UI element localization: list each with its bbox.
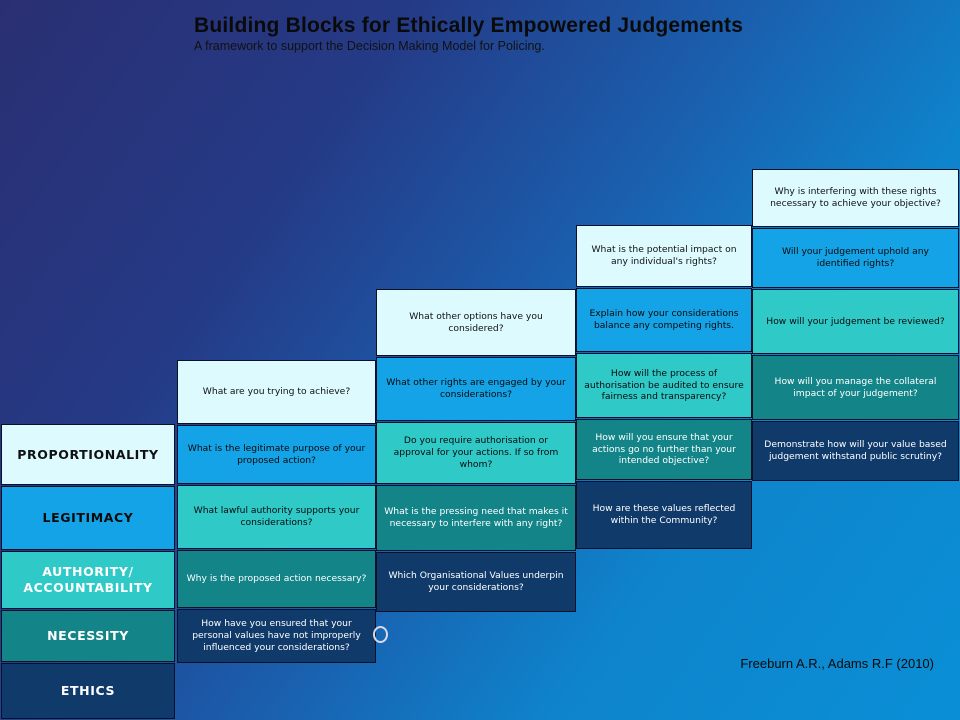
question-col4-row4: How will you manage the collateral impac… bbox=[752, 355, 959, 420]
question-col4-row5: Demonstrate how will your value based ju… bbox=[752, 421, 959, 481]
question-col1-row3: What lawful authority supports your cons… bbox=[177, 485, 376, 549]
question-col1-row1: What are you trying to achieve? bbox=[177, 360, 376, 424]
ring-decoration-icon bbox=[373, 626, 388, 643]
question-col3-row3: How will the process of authorisation be… bbox=[576, 353, 752, 418]
question-col1-row5: How have you ensured that your personal … bbox=[177, 609, 376, 663]
question-col3-row5: How are these values reflected within th… bbox=[576, 481, 752, 549]
question-col3-row2: Explain how your considerations balance … bbox=[576, 288, 752, 352]
question-col4-row2: Will your judgement uphold any identifie… bbox=[752, 228, 959, 288]
question-col1-row4: Why is the proposed action necessary? bbox=[177, 550, 376, 608]
question-col3-row1: What is the potential impact on any indi… bbox=[576, 225, 752, 287]
question-col1-row2: What is the legitimate purpose of your p… bbox=[177, 425, 376, 484]
page-subtitle: A framework to support the Decision Maki… bbox=[194, 39, 545, 53]
citation: Freeburn A.R., Adams R.F (2010) bbox=[740, 656, 934, 671]
question-col2-row3: Do you require authorisation or approval… bbox=[376, 422, 576, 484]
question-col2-row2: What other rights are engaged by your co… bbox=[376, 357, 576, 421]
question-col4-row1: Why is interfering with these rights nec… bbox=[752, 169, 959, 227]
page-title: Building Blocks for Ethically Empowered … bbox=[194, 14, 744, 37]
question-col4-row3: How will your judgement be reviewed? bbox=[752, 289, 959, 354]
label-ethics: ETHICS bbox=[1, 663, 175, 719]
question-col3-row4: How will you ensure that your actions go… bbox=[576, 419, 752, 480]
question-col2-row5: Which Organisational Values underpin you… bbox=[376, 552, 576, 612]
question-col2-row4: What is the pressing need that makes it … bbox=[376, 485, 576, 551]
label-proportionality: PROPORTIONALITY bbox=[1, 424, 175, 485]
label-legitimacy: LEGITIMACY bbox=[1, 486, 175, 550]
header: Building Blocks for Ethically Empowered … bbox=[194, 14, 743, 53]
label-authority-accountability: AUTHORITY/ ACCOUNTABILITY bbox=[1, 551, 175, 609]
label-necessity: NECESSITY bbox=[1, 610, 175, 662]
question-col2-row1: What other options have you considered? bbox=[376, 289, 576, 356]
